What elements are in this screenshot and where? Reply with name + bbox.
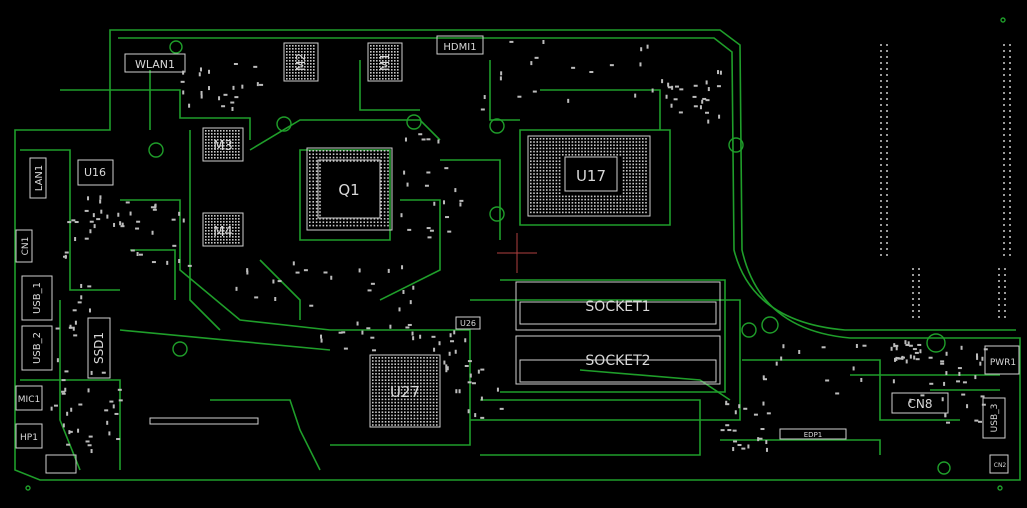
label-pwr1: PWR1: [990, 358, 1016, 368]
label-hdmi1: HDMI1: [443, 42, 476, 53]
label-u26: U26: [460, 319, 476, 328]
label-edp1: EDP1: [804, 431, 823, 439]
mounting-holes: [25, 17, 1006, 491]
label-usb-1: USB_1: [32, 282, 43, 314]
label-socket2: SOCKET2: [585, 353, 650, 369]
label-m1: M1: [378, 53, 392, 71]
label-u27: U27: [390, 383, 420, 401]
label-hp1: HP1: [20, 433, 38, 443]
label-usb-3: USB_3: [990, 404, 1000, 433]
label-u16: U16: [84, 166, 106, 179]
via-grid-right: [880, 44, 1011, 318]
bga-pads: [205, 45, 647, 426]
label-cn8: CN8: [908, 397, 933, 411]
label-m4: M4: [213, 225, 233, 240]
passive-components: [50, 40, 988, 454]
label-ssd1: SSD1: [92, 332, 106, 364]
component-labels: WLAN1 HDMI1 M1 M2 M3 M4 Q1 U16 U17 U26 U…: [18, 42, 1016, 469]
label-lan1: LAN1: [34, 165, 45, 191]
label-u17: U17: [576, 167, 606, 185]
label-usb-2: USB_2: [32, 332, 43, 364]
component-outlines: [15, 35, 1020, 474]
label-cn1: CN1: [21, 237, 31, 256]
label-socket1: SOCKET1: [585, 299, 650, 315]
label-mic1: MIC1: [18, 395, 40, 405]
label-cn2: CN2: [994, 462, 1007, 469]
label-wlan1: WLAN1: [135, 58, 175, 71]
label-q1: Q1: [338, 181, 359, 199]
label-m2: M2: [294, 53, 308, 71]
label-m3: M3: [213, 139, 233, 154]
crosshair-marker: [497, 233, 537, 273]
board-traces: [14, 29, 1021, 481]
